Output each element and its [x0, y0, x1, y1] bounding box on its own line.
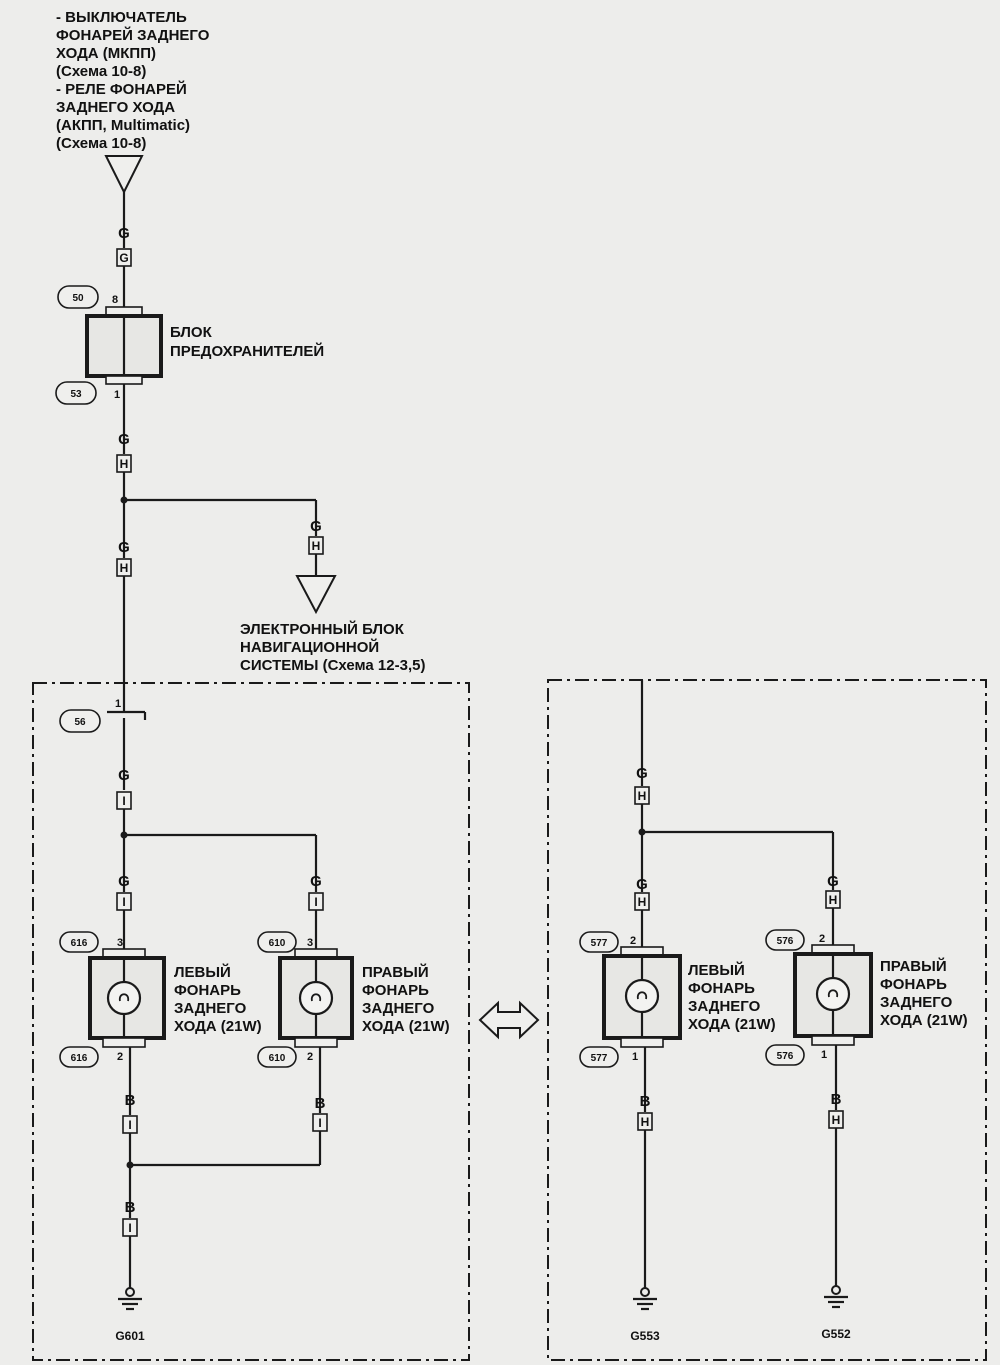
conn-id-576-pill [765, 929, 805, 951]
lamp-terminal-bottom [102, 1037, 146, 1048]
conn-id-610-bottom: 610 [269, 1053, 286, 1064]
lamp-pin-top: 2 [630, 935, 636, 947]
source-label: - ВЫКЛЮЧАТЕЛЬ ФОНАРЕЙ ЗАДНЕГО ХОДА (МКПП… [56, 9, 214, 152]
wire-label-b: B [125, 1199, 136, 1216]
bulb-icon [624, 978, 660, 1014]
ground-icon [633, 1287, 657, 1311]
conn-id-610-top: 610 [269, 938, 286, 949]
lamp-terminal-bottom [811, 1035, 855, 1046]
connector-i-label: I [122, 794, 125, 808]
left-lamp-label: ЛЕВЫЙ ФОНАРЬ ЗАДНЕГО ХОДА (21W) [174, 963, 262, 1035]
conn-id-616-pill [59, 931, 99, 953]
connector-i-label: I [314, 895, 317, 909]
conn-id-53-pill [55, 381, 97, 405]
wire-label-g: G [827, 873, 839, 890]
conn-id-50: 50 [72, 293, 84, 304]
bulb-filament [118, 993, 130, 1002]
connector-h-label: H [638, 895, 647, 909]
conn-id-610-pill [257, 1046, 297, 1068]
wire-label-b: B [125, 1092, 136, 1109]
wire-label-b: B [831, 1091, 842, 1108]
right-lamp-label-2: ПРАВЫЙ ФОНАРЬ ЗАДНЕГО ХОДА (21W) [880, 957, 968, 1029]
wire-label-b: B [640, 1093, 651, 1110]
bulb-icon [298, 980, 334, 1016]
connector-h-label: H [641, 1115, 650, 1129]
double-arrow-icon [478, 1000, 540, 1040]
connector-i-label: I [318, 1116, 321, 1130]
connector-h-label: H [638, 789, 647, 803]
wire-label-g: G [118, 767, 130, 784]
conn-id-577-top: 577 [591, 938, 608, 949]
fuse-block-label: БЛОК ПРЕДОХРАНИТЕЛЕЙ [170, 324, 324, 360]
connector-h-label: H [832, 1113, 841, 1127]
conn-id-576-pill [765, 1044, 805, 1066]
lamp-pin-top: 3 [307, 937, 313, 949]
connector-h-label: H [120, 561, 129, 575]
fuse-pin-bottom: 1 [114, 389, 120, 401]
lamp-pin-bottom: 1 [821, 1049, 827, 1061]
bulb-filament [310, 993, 322, 1002]
lamp-pin-top: 3 [117, 937, 123, 949]
conn-id-610-pill [257, 931, 297, 953]
wire-label-b: B [315, 1095, 326, 1112]
conn-id-577-pill [579, 931, 619, 953]
conn-id-56-pill [59, 709, 101, 733]
lamp-pin-bottom: 2 [117, 1051, 123, 1063]
conn-id-577-bottom: 577 [591, 1053, 608, 1064]
nav-arrow-icon [295, 575, 337, 615]
conn-id-616-top: 616 [71, 938, 88, 949]
left-lamp-label-2: ЛЕВЫЙ ФОНАРЬ ЗАДНЕГО ХОДА (21W) [688, 961, 776, 1033]
wire-label-g: G [310, 518, 322, 535]
conn-id-50-pill [57, 285, 99, 309]
wire-label-g: G [310, 873, 322, 890]
connector-i-label: I [128, 1221, 131, 1235]
wire-label-g: G [118, 225, 130, 242]
wire-label-g: G [636, 876, 648, 893]
right-lamp-label: ПРАВЫЙ ФОНАРЬ ЗАДНЕГО ХОДА (21W) [362, 963, 450, 1035]
conn-id-576-top: 576 [777, 936, 794, 947]
conn-id-56: 56 [74, 717, 86, 728]
nav-unit-label: ЭЛЕКТРОННЫЙ БЛОК НАВИГАЦИОННОЙ СИСТЕМЫ (… [240, 620, 425, 674]
connector-h-label: H [829, 893, 838, 907]
ground-label-g552: G552 [821, 1327, 851, 1341]
right-variant-frame [547, 679, 987, 1361]
bulb-icon [106, 980, 142, 1016]
connector-i-label: I [122, 895, 125, 909]
lamp-pin-bottom: 2 [307, 1051, 313, 1063]
ground-icon [824, 1285, 848, 1309]
ground-icon [118, 1287, 142, 1311]
ground-label-g553: G553 [630, 1329, 660, 1343]
connector-i-label: I [128, 1118, 131, 1132]
lamp-terminal-bottom [294, 1037, 338, 1048]
lamp-pin-top: 2 [819, 933, 825, 945]
wire-label-g: G [118, 431, 130, 448]
conn-id-576-bottom: 576 [777, 1051, 794, 1062]
conn-id-577-pill [579, 1046, 619, 1068]
ground-label-g601: G601 [115, 1329, 145, 1343]
bulb-filament [636, 991, 648, 1000]
wire-label-g: G [118, 873, 130, 890]
fuse-bottom-terminal [105, 375, 143, 385]
conn-id-616-bottom: 616 [71, 1053, 88, 1064]
connector-h-label: H [312, 539, 321, 553]
lamp-terminal-bottom [620, 1037, 664, 1048]
conn-id-616-pill [59, 1046, 99, 1068]
bulb-icon [815, 976, 851, 1012]
source-arrow-icon [104, 155, 144, 195]
connector-g-label: G [119, 251, 128, 265]
left-variant-frame [32, 682, 470, 1361]
conn-id-53: 53 [70, 389, 82, 400]
lamp-pin-bottom: 1 [632, 1051, 638, 1063]
wire-label-g: G [636, 765, 648, 782]
wire-label-g: G [118, 539, 130, 556]
conn-56-pin: 1 [115, 698, 121, 710]
fuse-pin-top: 8 [112, 294, 118, 306]
connector-h-label: H [120, 457, 129, 471]
bulb-filament [827, 989, 839, 998]
